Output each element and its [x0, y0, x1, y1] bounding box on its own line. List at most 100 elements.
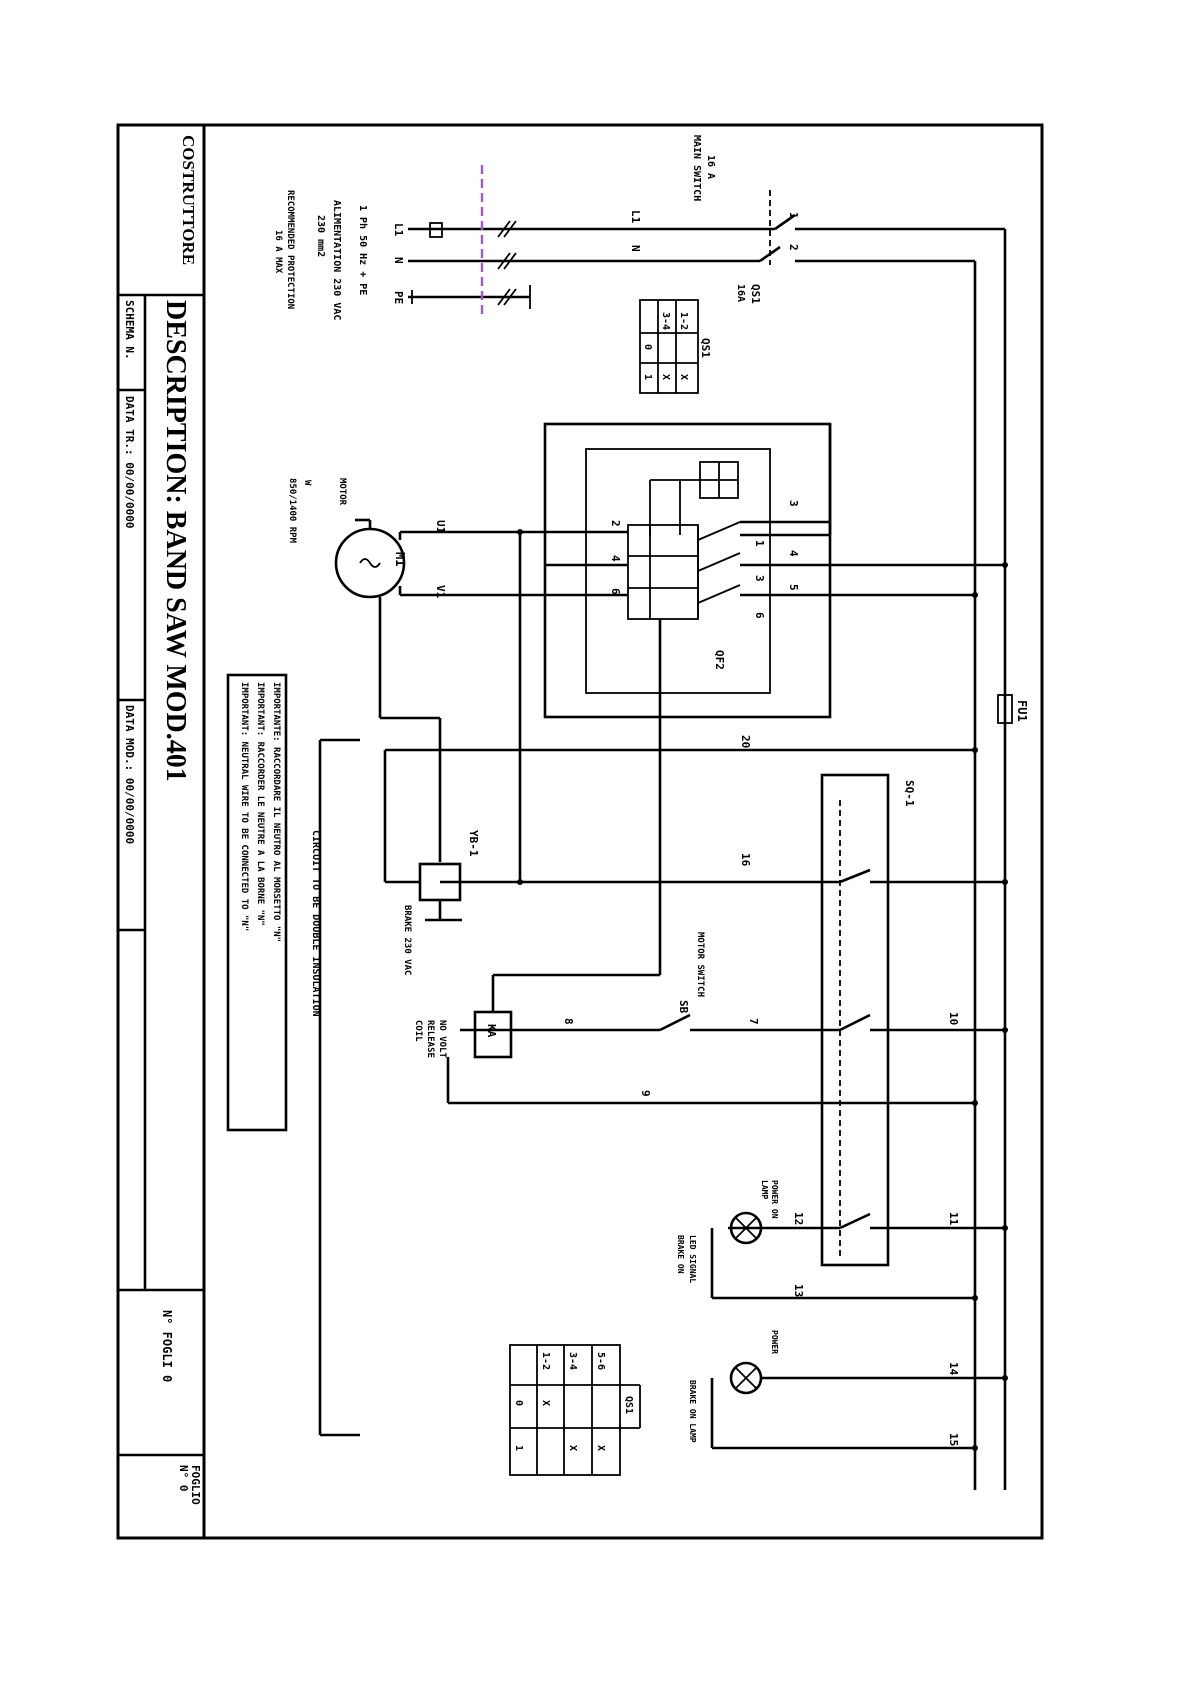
- motor-m1-label: M1: [393, 552, 407, 566]
- wire-10: 10: [947, 1012, 960, 1025]
- qf2-inner-box: [585, 448, 771, 694]
- neutral-warning-box: IMPORTANTE: RACCORDARE IL NEUTRO AL MORS…: [226, 673, 288, 1132]
- wire-3b: 3: [753, 575, 766, 582]
- motor-u1-label: U1: [434, 520, 447, 534]
- pe-terminal: PE: [392, 291, 405, 304]
- motor-power-note: W: [302, 480, 312, 486]
- sq1-table-row: 3-4: [567, 1352, 578, 1370]
- qs1-table-row: 3-4: [660, 312, 671, 330]
- power-voltage-note: ALIMENTATION 230 VAC: [331, 200, 342, 320]
- neutral-note-it: IMPORTANTE: RACCORDARE IL NEUTRO AL MORS…: [271, 682, 281, 942]
- scheme-number: SCHEMA N.: [123, 300, 136, 360]
- qs1-rating: 16A: [735, 284, 746, 302]
- double-insulation-bracket: CIRCUIT TO BE DOUBLE INSULATION: [310, 738, 360, 1437]
- n-terminal: N: [392, 257, 405, 264]
- date-tr: DATA TR.: 00/00/0000: [123, 396, 136, 528]
- brake-on-lamp: [729, 1361, 763, 1395]
- lamp1-label: POWER ON: [770, 1180, 779, 1219]
- n-top-label: N: [629, 245, 642, 252]
- qf2-label: QF2: [713, 650, 726, 670]
- wire-11: 11: [947, 1212, 960, 1226]
- wire-15: 15: [947, 1433, 960, 1446]
- sq1-table-row: 1-2: [540, 1352, 551, 1370]
- sq1-table-row: X: [567, 1445, 578, 1451]
- wire-2b: 2: [609, 520, 622, 527]
- lamp2-label: BRAKE ON LAMP: [688, 1380, 697, 1443]
- sq1-table-row: 5-6: [595, 1352, 606, 1370]
- wire-1b: 1: [753, 540, 766, 547]
- sheet-label: FOGLIO: [189, 1465, 202, 1505]
- wire-16: 16: [739, 853, 752, 867]
- date-mod: DATA MOD.: 00/00/0000: [123, 705, 136, 844]
- no-volt-label: NO VOLT: [437, 1020, 447, 1059]
- description-title: DESCRIPTION: BAND SAW MOD.401: [160, 300, 191, 782]
- neutral-note-fr: IMPORTANT: RACCORDER LE NEUTRE A LA BORN…: [255, 682, 265, 926]
- power-supply: L1 N PE L1 N 1 Ph 50 Hz + PE ALIMENTATIO…: [273, 165, 740, 320]
- ka-label: KA: [485, 1024, 498, 1038]
- motor-rpm-note: 850/1400 RPM: [287, 478, 297, 544]
- sq1-label: SQ-1: [903, 780, 916, 807]
- fuse-fu1: FU1: [997, 694, 1029, 724]
- qs1-label: QS1: [749, 284, 762, 304]
- wire-9: 9: [639, 1090, 652, 1097]
- sq1-table-row: 0: [513, 1400, 524, 1406]
- wire-6: 6: [753, 612, 766, 619]
- lamp1-sub: LAMP: [760, 1180, 769, 1199]
- junction-dots: [972, 562, 1008, 1451]
- yb1-label: YB-1: [467, 830, 480, 857]
- motor-circuit: QF2 MOTOR M1 U1 V1 W 850/1400 RPM 3 4 5 …: [287, 422, 1005, 975]
- wire-13: 13: [792, 1284, 805, 1297]
- circuit-double-insulation-note: CIRCUIT TO BE DOUBLE INSULATION: [310, 830, 321, 1017]
- sb-label: SB: [677, 1000, 690, 1014]
- sq1-switch-box: [820, 773, 890, 1267]
- main-switch-qs1: MAIN SWITCH 16 A QS1 16A 1 2: [691, 135, 1007, 1490]
- power-protection-note: RECOMMENDED PROTECTION: [285, 190, 295, 309]
- wire-12: 12: [792, 1212, 805, 1225]
- fu1-label: FU1: [1015, 700, 1029, 722]
- main-switch-label: MAIN SWITCH: [691, 135, 702, 201]
- qs1-contact-table: QS1 1-2 3-4 0 1 X X: [639, 299, 712, 394]
- lamp2-sub: POWER: [770, 1330, 779, 1354]
- sq1-contact-table: QS1 5-6 3-4 1-2 0 1 X X X: [509, 1344, 641, 1476]
- wire-7: 7: [747, 1018, 760, 1025]
- qs1-table-row: X: [678, 374, 689, 380]
- wire-14: 14: [947, 1362, 960, 1376]
- wire-6b: 6: [609, 588, 622, 595]
- sheet-border: [116, 123, 1044, 1540]
- wire-1: 1: [787, 212, 800, 219]
- wire-5: 5: [787, 584, 800, 591]
- neutral-note-en: IMPORTANT: NEUTRAL WIRE TO BE CONNECTED …: [239, 682, 249, 931]
- wire-2: 2: [787, 244, 800, 251]
- lamp1-note: LED SIGNAL: [688, 1235, 697, 1283]
- wire-8: 8: [562, 1018, 575, 1025]
- no-volt-label-2: RELEASE: [425, 1020, 435, 1058]
- control-circuit: 20 SQ-1 YB-1 BRAKE 230 VAC 16 KA NO VOLT…: [383, 562, 1008, 1451]
- qs1-table-row: 1-2: [678, 312, 689, 330]
- sq1-table-row: X: [540, 1400, 551, 1406]
- qs1-table-header: QS1: [699, 338, 712, 358]
- power-protection-note-2: 16 A MAX: [273, 230, 283, 274]
- qf2-outer-box: [543, 422, 832, 719]
- brake-label: BRAKE 230 VAC: [402, 905, 412, 975]
- constructor-label: COSTRUTTORE: [179, 135, 198, 265]
- wire-4: 4: [787, 550, 800, 557]
- sheet-number: N° 0: [177, 1465, 190, 1492]
- l1-terminal: L1: [392, 223, 405, 237]
- title-block-texts: COSTRUTTORE DESCRIPTION: BAND SAW MOD.40…: [123, 135, 202, 1505]
- power-current-note: 230 mm2: [315, 215, 326, 257]
- sq1-table-header: QS1: [623, 1396, 634, 1414]
- wire-3: 3: [787, 500, 800, 507]
- power-on-lamp: [729, 1211, 763, 1245]
- wire-20: 20: [739, 735, 752, 748]
- power-phase-note: 1 Ph 50 Hz + PE: [357, 205, 368, 295]
- motor-v1-label: V1: [434, 585, 447, 599]
- motor-switch-label: MOTOR SWITCH: [695, 932, 705, 997]
- qs1-table-row: 1: [642, 374, 653, 380]
- lamp1-note-2: BRAKE ON: [676, 1235, 685, 1274]
- qs1-table-row: X: [660, 374, 671, 380]
- no-volt-label-3: COIL: [413, 1020, 423, 1042]
- l1-top-label: L1: [629, 210, 642, 224]
- qs1-table-row: 0: [642, 344, 653, 350]
- fuse-symbol: [429, 222, 443, 238]
